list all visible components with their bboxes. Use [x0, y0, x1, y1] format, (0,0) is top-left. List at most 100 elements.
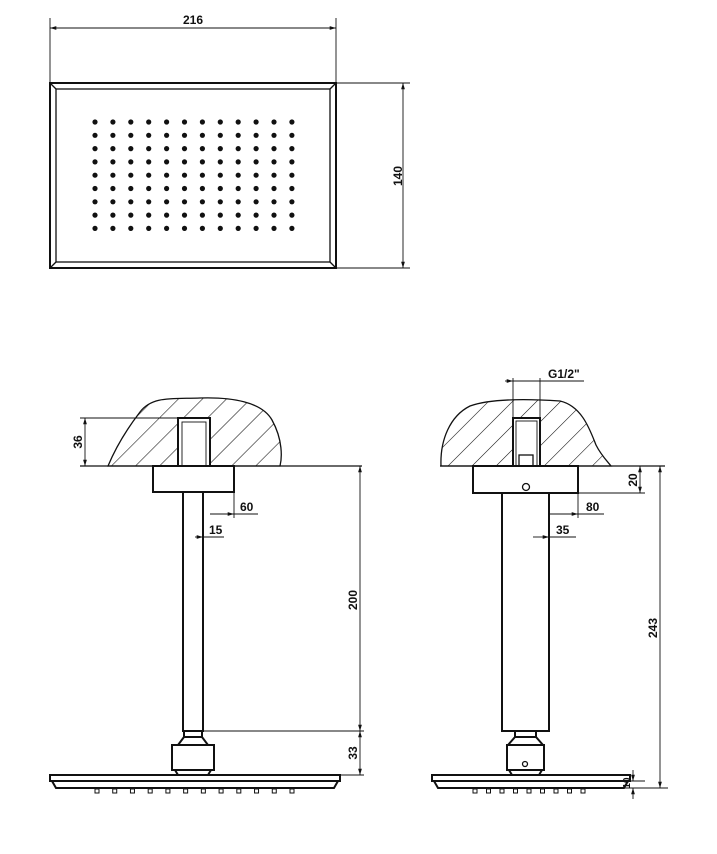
nozzle-dot: [92, 225, 98, 231]
nozzle: [567, 788, 572, 794]
flange-diameter-left-label: 60: [240, 500, 254, 514]
nozzle-dot: [253, 159, 259, 165]
nozzle-dot: [253, 146, 259, 152]
nozzle-dot: [199, 225, 205, 231]
flange-diameter-right-label: 80: [586, 500, 600, 514]
shower-head-outline: [49, 82, 337, 269]
shower-head-side-right: [431, 774, 631, 794]
wall-depth-label: 36: [71, 435, 85, 449]
nozzle-dot: [235, 132, 241, 138]
nozzle-dot: [164, 225, 170, 231]
nozzle-dot: [271, 159, 277, 165]
nozzle-dot: [271, 185, 277, 192]
nozzle-dot: [164, 172, 170, 178]
nozzle-dot: [271, 146, 277, 152]
top-view: 216 140: [49, 13, 410, 269]
nozzle-dot: [110, 146, 116, 152]
nozzle-dot: [199, 119, 205, 125]
nozzle-dot: [128, 132, 134, 138]
nozzle-dot: [181, 225, 188, 231]
nozzle-dot: [92, 159, 98, 165]
nozzle-dot: [164, 159, 170, 165]
nozzle: [218, 788, 224, 794]
nozzle-dot: [181, 132, 188, 138]
nozzle-dot: [199, 212, 205, 218]
nozzle-dot: [253, 212, 259, 218]
nozzle: [271, 788, 277, 794]
nozzle-dot: [92, 146, 98, 152]
nozzle: [254, 788, 260, 794]
nozzle-dot: [271, 132, 277, 138]
nozzle: [580, 788, 586, 794]
arm-length-label: 200: [346, 590, 360, 610]
nozzle: [289, 788, 295, 794]
side-view: G1/2" 20 80 35 243 10: [431, 367, 668, 799]
nozzle-dot: [146, 172, 152, 178]
connector-height-label: 33: [346, 746, 360, 760]
depth-label: 140: [391, 166, 405, 186]
nozzle-dot: [181, 212, 188, 218]
nozzle-dot: [181, 119, 188, 125]
nozzle-dot: [164, 199, 170, 205]
nozzle-dot: [110, 199, 116, 205]
nozzle-dot: [110, 119, 116, 125]
shower-arm-pipe-side: [501, 492, 550, 732]
nozzle-dot: [217, 159, 223, 165]
nozzle-dot: [128, 185, 134, 192]
nozzle-dot: [92, 132, 98, 138]
nozzle-dot: [289, 225, 295, 231]
nozzle-dot: [110, 172, 116, 178]
nozzle-dot: [289, 132, 295, 138]
nozzle-dot: [235, 212, 241, 218]
nozzle-dot: [181, 185, 188, 192]
flange-height-label: 20: [626, 473, 640, 487]
head-thickness-label: 10: [622, 777, 633, 789]
nozzle-dot: [110, 225, 116, 231]
nozzle-dot: [217, 172, 223, 178]
nozzle-dot: [92, 185, 98, 192]
ceiling-flange: [152, 465, 235, 493]
nozzle: [526, 788, 532, 794]
ceiling-flange-side: [472, 465, 579, 494]
nozzle-dot: [146, 212, 152, 218]
nozzle-dot: [271, 172, 277, 178]
nozzle-dot: [235, 159, 241, 165]
nozzle-dot: [253, 172, 259, 178]
nozzle-dot: [146, 185, 152, 192]
nozzle-dot: [289, 159, 295, 165]
nozzle-dot: [289, 172, 295, 178]
nozzle-dot: [128, 172, 134, 178]
nozzle-dot: [217, 119, 223, 125]
nozzle-dot: [181, 146, 188, 152]
nozzle-dot: [110, 132, 116, 138]
nozzle-dot: [146, 199, 152, 205]
nozzle-dot: [146, 132, 152, 138]
nozzle-dot: [128, 146, 134, 152]
nozzle-dot: [164, 119, 170, 125]
wall-fitting: [177, 417, 211, 467]
nozzle-dot: [289, 212, 295, 218]
nozzle: [236, 788, 242, 794]
nozzle-dot: [128, 159, 134, 165]
nozzle-dot: [199, 132, 205, 138]
pipe-diameter-left-label: 15: [209, 523, 223, 537]
nozzle-dot: [92, 172, 98, 178]
nozzle-dot: [92, 212, 98, 218]
shower-head-side: [49, 774, 341, 794]
nozzle-dot: [253, 185, 259, 192]
nozzle-dot: [146, 146, 152, 152]
nozzle-dot: [289, 119, 295, 125]
nozzle-dot: [253, 199, 259, 205]
nozzle-dot: [164, 212, 170, 218]
nozzle-dot: [253, 119, 259, 125]
nozzle-dot: [253, 132, 259, 138]
width-label: 216: [183, 13, 203, 27]
nozzle-dot: [110, 212, 116, 218]
nozzle-grid: [92, 119, 295, 231]
nozzle: [165, 788, 171, 794]
nozzle-dot: [271, 119, 277, 125]
nozzle-dot: [146, 225, 152, 231]
shower-arm-pipe: [182, 491, 204, 732]
nozzle-dot: [217, 185, 223, 192]
nozzle-dot: [253, 225, 259, 231]
